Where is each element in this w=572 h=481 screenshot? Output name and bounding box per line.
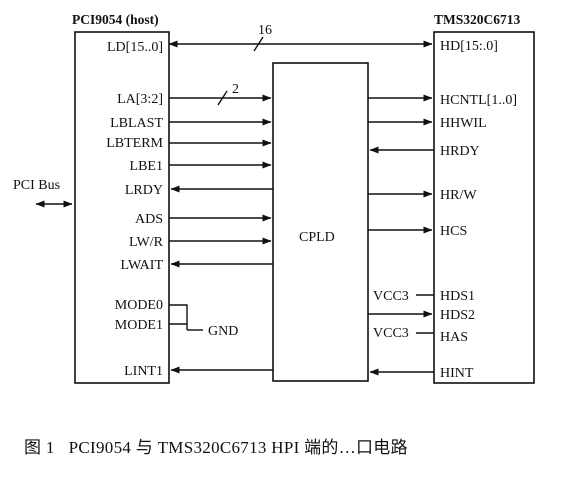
pci-bus-label: PCI Bus <box>13 178 60 193</box>
pin-hcs: HCS <box>440 224 467 239</box>
host-title: PCI9054 (host) <box>72 12 159 27</box>
pin-lblast: LBLAST <box>110 116 163 131</box>
pin-lint1: LINT1 <box>124 364 163 379</box>
pin-lwait: LWAIT <box>121 258 164 273</box>
pin-hrw: HR/W <box>440 188 477 203</box>
mode-tie-wire <box>169 304 188 325</box>
pin-hcntl: HCNTL[1..0] <box>440 93 517 108</box>
pin-hd: HD[15:.0] <box>440 39 498 54</box>
gnd-label: GND <box>208 324 238 339</box>
cpld-block <box>272 62 369 382</box>
pin-la: LA[3:2] <box>117 92 163 107</box>
address-bus-width: 2 <box>232 82 239 97</box>
pin-has: HAS <box>440 330 468 345</box>
pin-mode0: MODE0 <box>115 298 163 313</box>
pin-hint: HINT <box>440 366 474 381</box>
pin-ads: ADS <box>135 212 163 227</box>
address-bus-slash <box>217 90 228 106</box>
pin-ld: LD[15..0] <box>107 40 163 55</box>
pci9054-block <box>74 31 170 384</box>
figure-number: 图 1 <box>24 438 55 457</box>
vcc3-label-hds1: VCC3 <box>373 289 409 304</box>
data-bus-width: 16 <box>258 23 272 38</box>
figure-caption: 图 1 PCI9054 与 TMS320C6713 HPI 端的…口电路 <box>24 433 564 458</box>
pin-hrdy: HRDY <box>440 144 480 159</box>
dsp-title: TMS320C6713 <box>434 12 521 27</box>
figure-title: PCI9054 与 TMS320C6713 HPI 端的…口电路 <box>68 438 408 457</box>
pin-hds2: HDS2 <box>440 308 475 323</box>
pin-lrdy: LRDY <box>125 183 163 198</box>
pin-lbe1: LBE1 <box>130 159 163 174</box>
interface-circuit-diagram: PCI9054 (host) TMS320C6713 CPLD PCI Bus … <box>13 12 535 384</box>
cpld-label: CPLD <box>299 230 335 245</box>
tms320c6713-block <box>433 31 535 384</box>
pin-mode1: MODE1 <box>115 318 163 333</box>
pin-lwr: LW/R <box>129 235 164 250</box>
vcc3-label-has: VCC3 <box>373 326 409 341</box>
pin-hds1: HDS1 <box>440 289 475 304</box>
data-bus-slash <box>253 36 264 52</box>
pin-hhwil: HHWIL <box>440 116 487 131</box>
pin-lbterm: LBTERM <box>106 136 163 151</box>
